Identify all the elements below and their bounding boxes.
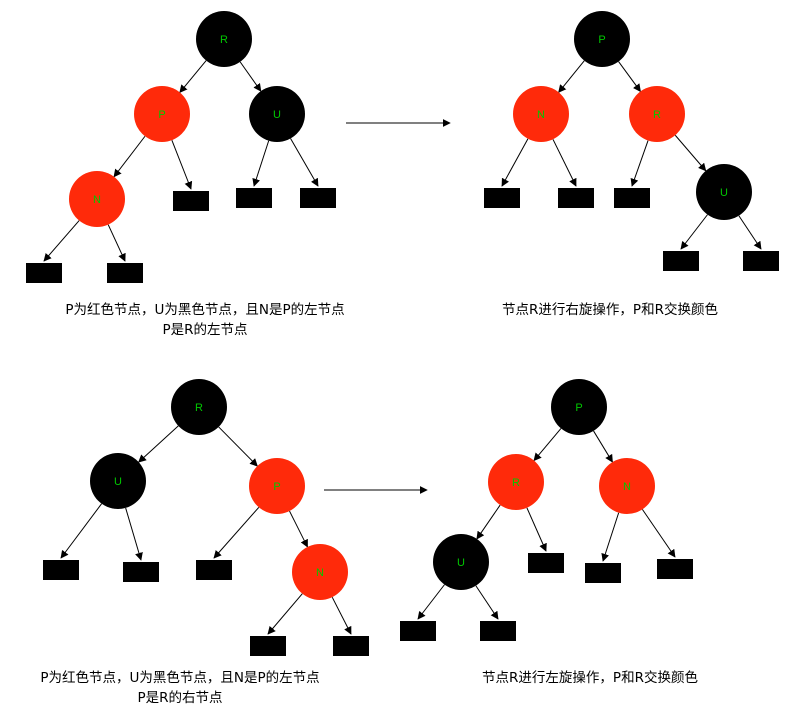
case2-after-edge-P-N	[593, 430, 613, 463]
case1-before-edge-R-U	[239, 61, 262, 92]
case1-before-node-label-N: N	[93, 194, 101, 206]
case2-before-node-N	[292, 544, 348, 600]
case1-after-edge-U-L4	[680, 214, 708, 250]
case2-before-node-P	[249, 458, 305, 514]
case2-before-edge-N-L5	[331, 596, 352, 635]
caption-case2-before-line1: P为红色节点，U为黑色节点，且N是P的左节点	[40, 670, 320, 686]
case1-after-nil-leaf	[663, 251, 699, 271]
case1-after-edge-R-L3	[630, 140, 649, 187]
caption-case2-before-line2: P是R的右节点	[137, 690, 223, 706]
case1-before-edge-N-L5	[107, 224, 126, 262]
case1-before-nil-leaf	[173, 191, 209, 211]
case1-after-edge-R-U	[674, 134, 707, 172]
case1-before-nil-leaf	[26, 263, 62, 283]
case1-before-edge-R-P	[179, 60, 207, 94]
case1-before-node-N	[69, 171, 125, 227]
case2-after-edge-U-L4	[417, 584, 445, 620]
case2-after-node-label-R: R	[512, 477, 520, 489]
case1-before-edge-U-L3	[290, 138, 319, 187]
case2-before-node-U	[90, 453, 146, 509]
case2-before-node-label-R: R	[195, 402, 203, 414]
case1-before-edge-P-L1	[171, 140, 193, 190]
case1-after-edge-N-L1	[501, 138, 529, 187]
caption-case1-before-line1: P为红色节点，U为黑色节点，且N是P的左节点	[65, 302, 345, 318]
case2-after-node-R	[488, 454, 544, 510]
case2-before-edge-U-L2	[125, 507, 143, 561]
case1-after-node-U	[696, 164, 752, 220]
case1-after-node-label-R: R	[653, 109, 661, 121]
case2-after-node-U	[433, 534, 489, 590]
case2-before-node-label-U: U	[114, 476, 122, 488]
case2-before-edge-P-N	[289, 510, 308, 548]
case2-before-nil-leaf	[333, 636, 369, 656]
case2-before-nil-leaf	[196, 560, 232, 580]
case1-after-nil-leaf	[614, 188, 650, 208]
case1-after-nil-leaf	[743, 251, 779, 271]
case2-after-edge-N-L2	[601, 512, 620, 562]
case1-after-node-R	[629, 86, 685, 142]
case2-after-nil-leaf	[657, 559, 693, 579]
case1-after-nil-leaf	[558, 188, 594, 208]
case1-before-node-label-U: U	[273, 109, 281, 121]
caption-case1-before-line2: P是R的左节点	[162, 322, 248, 338]
case1-after-edge-U-L5	[738, 215, 762, 250]
case2-after-edge-N-L3	[641, 509, 676, 558]
caption-case1-after: 节点R进行右旋操作，P和R交换颜色	[440, 300, 780, 320]
caption-case1-before: P为红色节点，U为黑色节点，且N是P的左节点 P是R的左节点	[20, 300, 390, 340]
case1-after-edge-P-N	[558, 60, 585, 93]
case1-before-edge-P-N	[113, 135, 146, 178]
case2-before-node-label-P: P	[273, 481, 280, 493]
case1-before-edge-N-L4	[43, 220, 80, 262]
case2-before-edge-U-L1	[60, 503, 103, 559]
case1-before-node-R	[196, 11, 252, 67]
case2-before-node-R	[171, 379, 227, 435]
caption-case2-after: 节点R进行左旋操作，P和R交换颜色	[420, 668, 760, 688]
case2-before-nil-leaf	[250, 636, 286, 656]
case2-after-edge-R-L1	[526, 507, 547, 552]
case1-before-node-U	[249, 86, 305, 142]
case2-after-node-label-U: U	[457, 557, 465, 569]
case1-after-edge-P-R	[618, 61, 641, 93]
case2-after-nil-leaf	[528, 553, 564, 573]
case1-before-nil-leaf	[300, 188, 336, 208]
case1-before-node-label-R: R	[220, 34, 228, 46]
case1-after-node-N	[513, 86, 569, 142]
case1-after-nil-leaf	[484, 188, 520, 208]
case1-after-node-label-U: U	[720, 187, 728, 199]
case2-before-edge-N-L4	[267, 593, 303, 635]
case2-before-nil-leaf	[123, 562, 159, 582]
case2-after-edge-U-L5	[475, 585, 499, 620]
case1-before-nil-leaf	[236, 188, 272, 208]
case1-before-node-P	[134, 86, 190, 142]
case2-after-node-N	[599, 458, 655, 514]
case2-after-node-label-N: N	[623, 481, 631, 493]
case1-after-node-label-P: P	[598, 34, 605, 46]
case1-before-nil-leaf	[107, 263, 143, 283]
caption-case2-after-line1: 节点R进行左旋操作，P和R交换颜色	[482, 670, 698, 686]
case2-after-node-P	[551, 379, 607, 435]
case1-after-edge-N-L2	[552, 139, 577, 187]
case2-before-edge-R-U	[138, 425, 179, 463]
case2-before-edge-R-P	[218, 426, 258, 467]
caption-case2-before: P为红色节点，U为黑色节点，且N是P的左节点 P是R的右节点	[0, 668, 360, 708]
case2-before-nil-leaf	[43, 560, 79, 580]
case2-after-edge-P-R	[533, 428, 562, 462]
case1-before-node-label-P: P	[158, 109, 165, 121]
case2-after-nil-leaf	[480, 621, 516, 641]
case1-after-node-P	[574, 11, 630, 67]
caption-case1-after-line1: 节点R进行右旋操作，P和R交换颜色	[502, 302, 718, 318]
case2-after-nil-leaf	[400, 621, 436, 641]
case2-after-edge-R-U	[476, 504, 501, 540]
case2-after-node-label-P: P	[575, 402, 582, 414]
case2-before-node-label-N: N	[316, 567, 324, 579]
case1-after-node-label-N: N	[537, 109, 545, 121]
case2-before-edge-P-L3	[213, 506, 260, 559]
case2-after-nil-leaf	[585, 563, 621, 583]
case1-before-edge-U-L2	[252, 140, 270, 187]
